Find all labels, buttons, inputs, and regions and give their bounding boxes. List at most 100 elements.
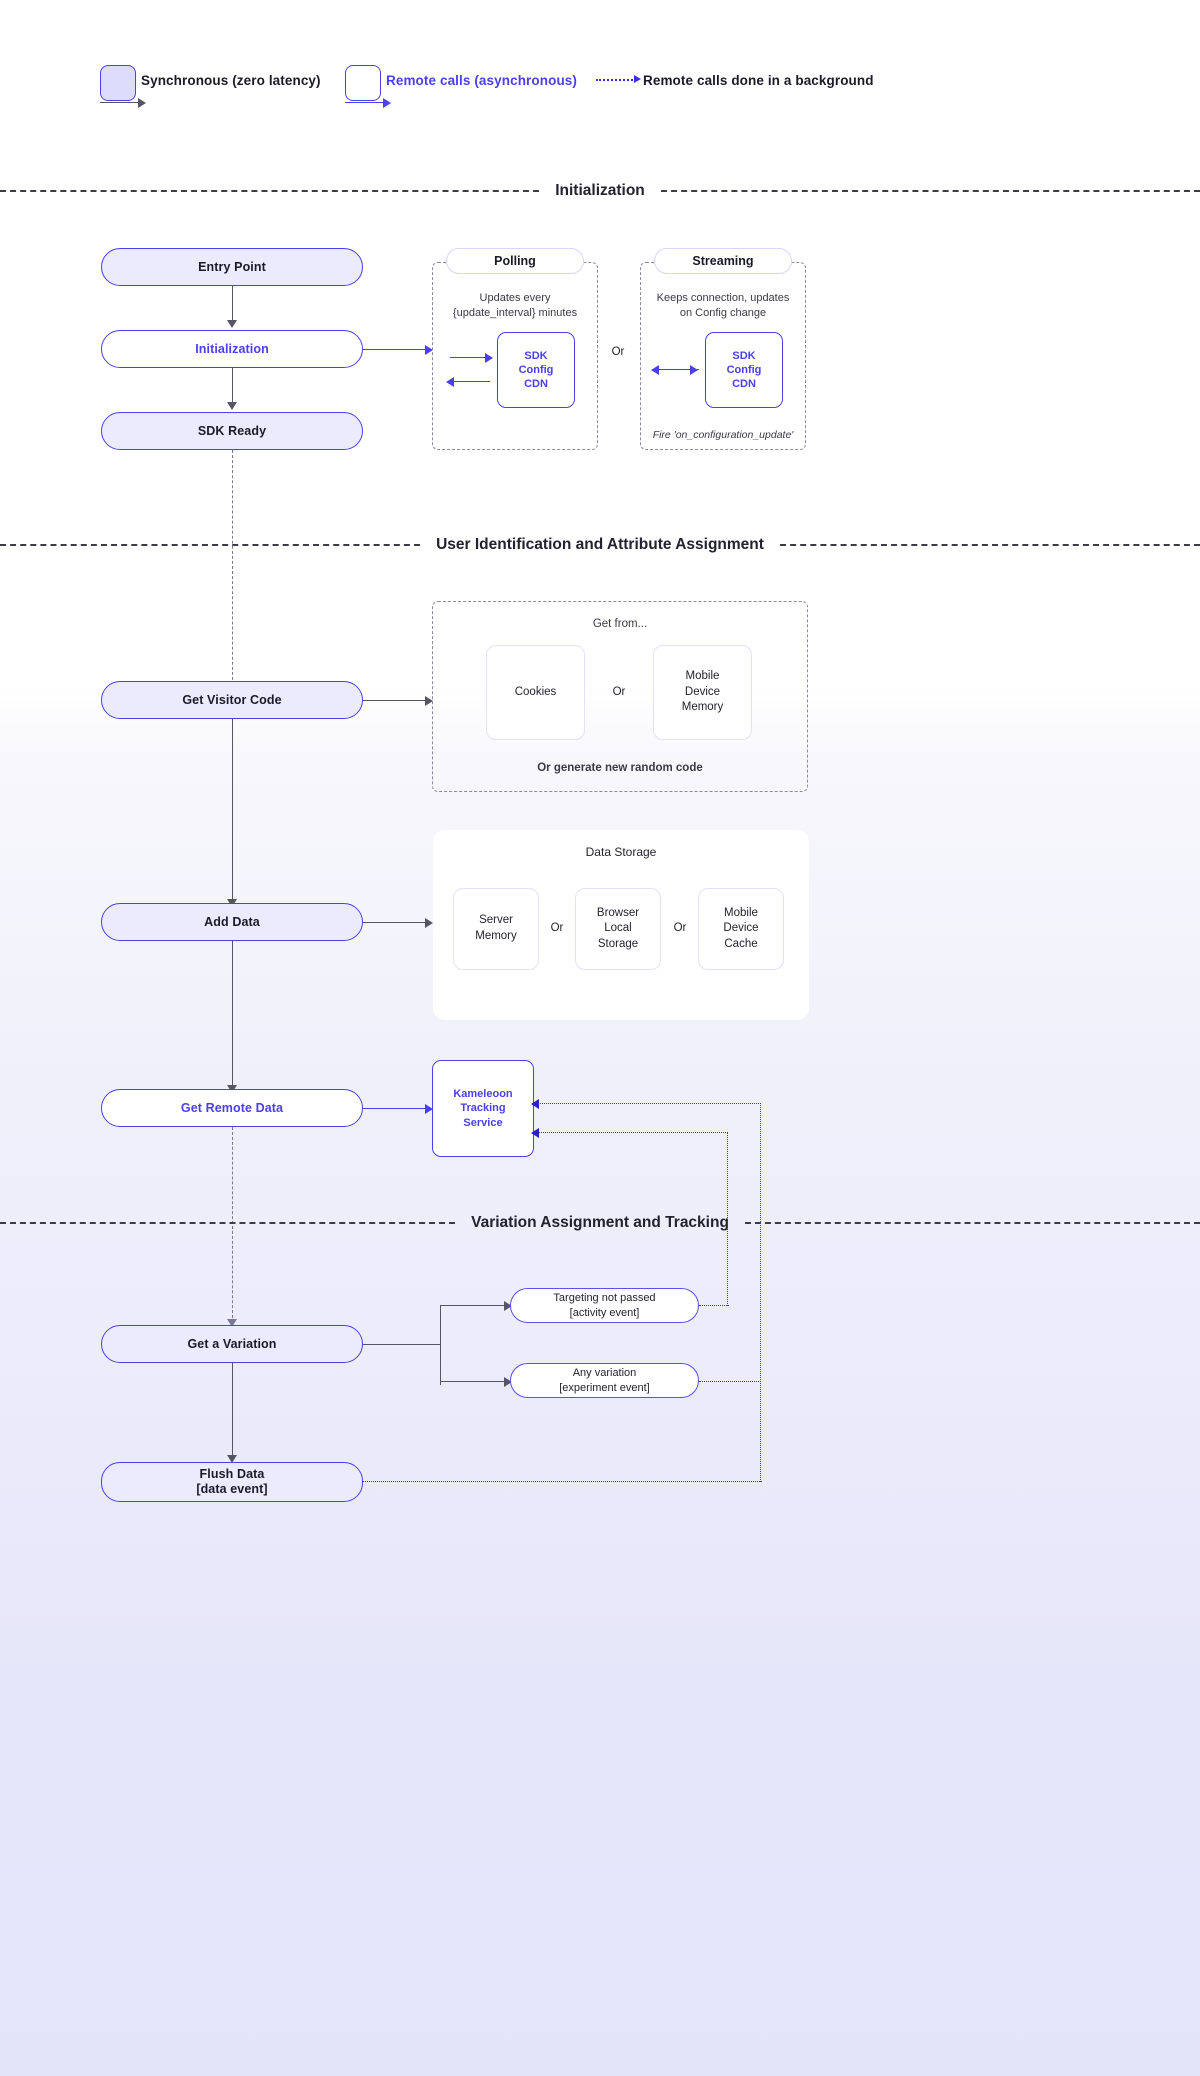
section-divider-variation: Variation Assignment and Tracking bbox=[0, 1214, 1200, 1232]
connector-remotedata-to-tracking bbox=[363, 1108, 431, 1109]
box-targeting-not-passed[interactable]: Targeting not passed [activity event] bbox=[510, 1288, 699, 1323]
connector-variation-to-targeting bbox=[440, 1305, 512, 1306]
dotted-anyvariation-to-rail bbox=[699, 1381, 761, 1382]
connector-entry-to-init-head bbox=[227, 320, 237, 328]
streaming-arrow-line bbox=[655, 369, 699, 370]
mobile-device-memory-line-3: Memory bbox=[681, 701, 724, 714]
tracking-service-line-1: Kameleoon bbox=[453, 1088, 513, 1101]
box-mobile-device-memory[interactable]: Mobile Device Memory bbox=[653, 645, 752, 740]
node-get-remote-data[interactable]: Get Remote Data bbox=[101, 1089, 363, 1127]
mobile-device-memory-line-2: Device bbox=[684, 685, 721, 698]
legend-label-sync: Synchronous (zero latency) bbox=[141, 73, 321, 88]
dotted-rail-flush-vertical bbox=[760, 1103, 761, 1482]
box-mobile-device-cache[interactable]: Mobile Device Cache bbox=[698, 888, 784, 970]
connector-adddata-to-storage-head bbox=[425, 918, 433, 928]
legend-arrow-solid-head bbox=[138, 98, 146, 108]
box-kameleoon-tracking-service[interactable]: Kameleoon Tracking Service bbox=[432, 1060, 534, 1157]
connector-init-to-ready-head bbox=[227, 402, 237, 410]
cookies-label: Cookies bbox=[514, 685, 557, 698]
box-sdk-config-cdn-polling[interactable]: SDK Config CDN bbox=[497, 332, 575, 408]
node-add-data[interactable]: Add Data bbox=[101, 903, 363, 941]
flush-data-line-2: [data event] bbox=[196, 1482, 268, 1496]
box-browser-local-storage[interactable]: Browser Local Storage bbox=[575, 888, 661, 970]
targeting-event-line-2: [activity event] bbox=[569, 1306, 640, 1319]
divider-line-left bbox=[0, 190, 540, 192]
sdk-config-cdn-line-1: SDK bbox=[732, 349, 756, 362]
browser-local-storage-line-1: Browser bbox=[596, 906, 640, 919]
node-sdk-ready[interactable]: SDK Ready bbox=[101, 412, 363, 450]
group-footer-get-from: Or generate new random code bbox=[537, 762, 703, 774]
connector-adddata-to-remotedata bbox=[232, 941, 233, 1089]
node-entry-point[interactable]: Entry Point bbox=[101, 248, 363, 286]
browser-local-storage-line-3: Storage bbox=[597, 937, 639, 950]
browser-local-storage-line-2: Local bbox=[604, 922, 632, 935]
connector-adddata-to-storage bbox=[363, 922, 431, 923]
connector-visitorcode-to-getfrom bbox=[363, 700, 431, 701]
panel-title-data-storage: Data Storage bbox=[585, 845, 657, 859]
legend-arrow-dotted-line bbox=[596, 79, 636, 81]
polling-arrow-in-head bbox=[446, 377, 454, 387]
connector-variation-to-flush-head bbox=[227, 1455, 237, 1463]
divider-line-left bbox=[0, 544, 421, 546]
sdk-config-cdn-line-2: Config bbox=[726, 363, 762, 376]
group-get-from bbox=[432, 601, 808, 792]
connector-variation-to-flush bbox=[232, 1363, 233, 1459]
group-title-streaming: Streaming bbox=[654, 248, 792, 274]
dotted-flush-arrow-head bbox=[531, 1099, 539, 1109]
connector-sdkready-to-visitorcode bbox=[232, 450, 233, 690]
sdk-config-cdn-line-3: CDN bbox=[732, 378, 756, 391]
experiment-event-line-1: Any variation bbox=[572, 1367, 637, 1380]
flush-data-line-1: Flush Data bbox=[199, 1467, 265, 1482]
dotted-rail-targeting-horizontal bbox=[534, 1132, 728, 1133]
legend-swatch-asynchronous bbox=[345, 65, 381, 101]
polling-arrow-in-line bbox=[450, 381, 490, 382]
streaming-arrow-right-head bbox=[690, 365, 698, 375]
polling-arrow-out-head bbox=[485, 353, 493, 363]
node-get-a-variation[interactable]: Get a Variation bbox=[101, 1325, 363, 1363]
connector-remotedata-to-variation bbox=[232, 1127, 233, 1323]
node-get-visitor-code[interactable]: Get Visitor Code bbox=[101, 681, 363, 719]
connector-remotedata-to-tracking-head bbox=[425, 1104, 433, 1114]
dotted-targeting-arrow-head bbox=[531, 1128, 539, 1138]
box-any-variation[interactable]: Any variation [experiment event] bbox=[510, 1363, 699, 1398]
dotted-flush-to-rail bbox=[363, 1481, 762, 1482]
section-divider-initialization: Initialization bbox=[0, 182, 1200, 200]
divider-line-left bbox=[0, 1222, 456, 1224]
connector-variation-to-anyvariation-head bbox=[504, 1377, 512, 1387]
mobile-device-cache-line-3: Cache bbox=[724, 937, 758, 950]
label-or-init: Or bbox=[611, 346, 625, 358]
connector-variation-to-targeting-head bbox=[504, 1301, 512, 1311]
box-sdk-config-cdn-streaming[interactable]: SDK Config CDN bbox=[705, 332, 783, 408]
group-caption-polling: Updates every {update_interval} minutes bbox=[452, 292, 578, 319]
legend-item-async bbox=[345, 65, 391, 108]
section-title-initialization: Initialization bbox=[555, 182, 645, 199]
connector-visitorcode-to-adddata bbox=[232, 719, 233, 903]
group-header-get-from: Get from... bbox=[592, 618, 648, 630]
connector-entry-to-init bbox=[232, 286, 233, 322]
sdk-config-cdn-line-1: SDK bbox=[524, 349, 548, 362]
legend-label-async: Remote calls (asynchronous) bbox=[386, 73, 578, 88]
section-title-variation: Variation Assignment and Tracking bbox=[471, 1214, 729, 1231]
connector-init-to-ready bbox=[232, 368, 233, 404]
connector-variation-to-anyvariation bbox=[440, 1381, 512, 1382]
connector-init-to-polling bbox=[363, 349, 431, 350]
box-cookies[interactable]: Cookies bbox=[486, 645, 585, 740]
server-memory-line-2: Memory bbox=[475, 930, 517, 942]
section-divider-user-identification: User Identification and Attribute Assign… bbox=[0, 536, 1200, 554]
mobile-device-memory-line-1: Mobile bbox=[685, 670, 720, 683]
group-footer-streaming: Fire 'on_configuration_update' bbox=[652, 429, 794, 441]
group-title-polling: Polling bbox=[446, 248, 584, 274]
legend-arrow-blue-head bbox=[383, 98, 391, 108]
node-initialization[interactable]: Initialization bbox=[101, 330, 363, 368]
legend-arrow-blue-line bbox=[345, 102, 385, 103]
tracking-service-line-3: Service bbox=[463, 1116, 503, 1129]
connector-variation-stub bbox=[363, 1344, 441, 1345]
connector-remotedata-to-variation-head bbox=[227, 1319, 237, 1327]
legend-arrow-dotted-head bbox=[634, 75, 641, 83]
label-or-storage-2: Or bbox=[673, 922, 687, 934]
node-flush-data[interactable]: Flush Data [data event] bbox=[101, 1462, 363, 1502]
box-server-memory[interactable]: Server Memory bbox=[453, 888, 539, 970]
dotted-rail-flush-horizontal bbox=[534, 1103, 761, 1104]
label-or-storage-1: Or bbox=[550, 922, 564, 934]
targeting-event-line-1: Targeting not passed bbox=[553, 1292, 656, 1305]
